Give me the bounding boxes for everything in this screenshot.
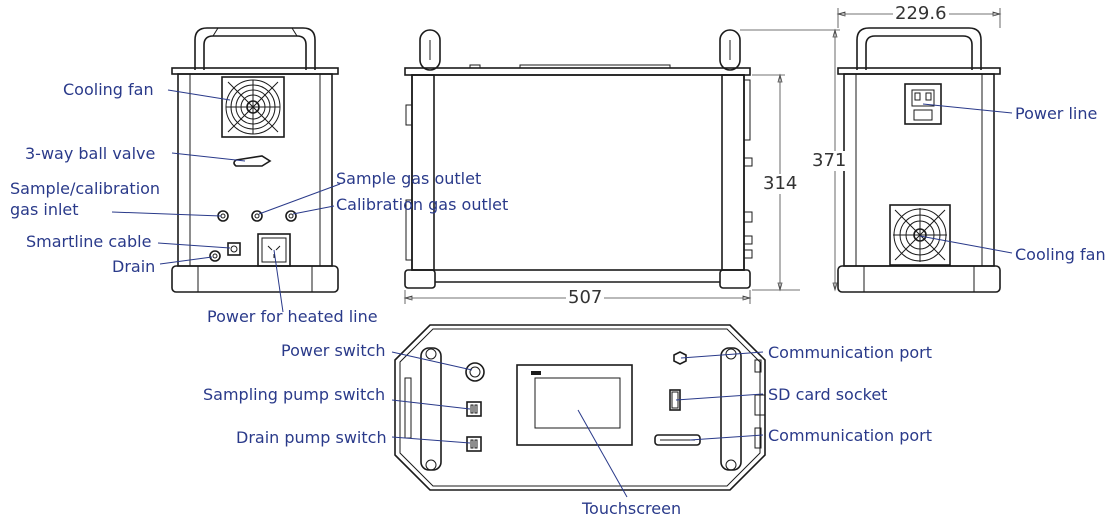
label-sample-inlet-line2: gas inlet — [10, 200, 79, 219]
top-view — [394, 324, 766, 491]
label-sd-card-socket: SD card socket — [768, 385, 888, 404]
label-comm-port-bottom: Communication port — [768, 426, 932, 445]
label-cooling-fan-right: Cooling fan — [1015, 245, 1106, 264]
label-power-switch: Power switch — [281, 341, 386, 360]
right-side-view — [836, 8, 1002, 293]
label-sample-inlet-line1: Sample/calibration — [10, 179, 161, 198]
label-power-heated-line: Power for heated line — [207, 307, 378, 326]
label-smartline-cable: Smartline cable — [26, 232, 152, 251]
label-sample-gas-outlet: Sample gas outlet — [336, 169, 482, 188]
left-side-view — [171, 27, 339, 293]
label-comm-port-top: Communication port — [768, 343, 932, 362]
dimension-length: 507 — [566, 287, 605, 308]
leader-lines — [111, 89, 1013, 498]
dimension-total-height: 371 — [812, 150, 847, 171]
label-power-line: Power line — [1015, 104, 1098, 123]
label-calibration-gas-outlet: Calibration gas outlet — [336, 195, 509, 214]
label-sampling-pump-switch: Sampling pump switch — [203, 385, 386, 404]
label-cooling-fan-left: Cooling fan — [63, 80, 154, 99]
label-ball-valve: 3-way ball valve — [25, 144, 156, 163]
front-view — [403, 28, 840, 304]
dimension-body-height: 314 — [763, 173, 798, 194]
dimension-width: 229.6 — [893, 3, 949, 24]
label-drain: Drain — [112, 257, 156, 276]
label-touchscreen: Touchscreen — [582, 499, 682, 518]
label-drain-pump-switch: Drain pump switch — [236, 428, 387, 447]
